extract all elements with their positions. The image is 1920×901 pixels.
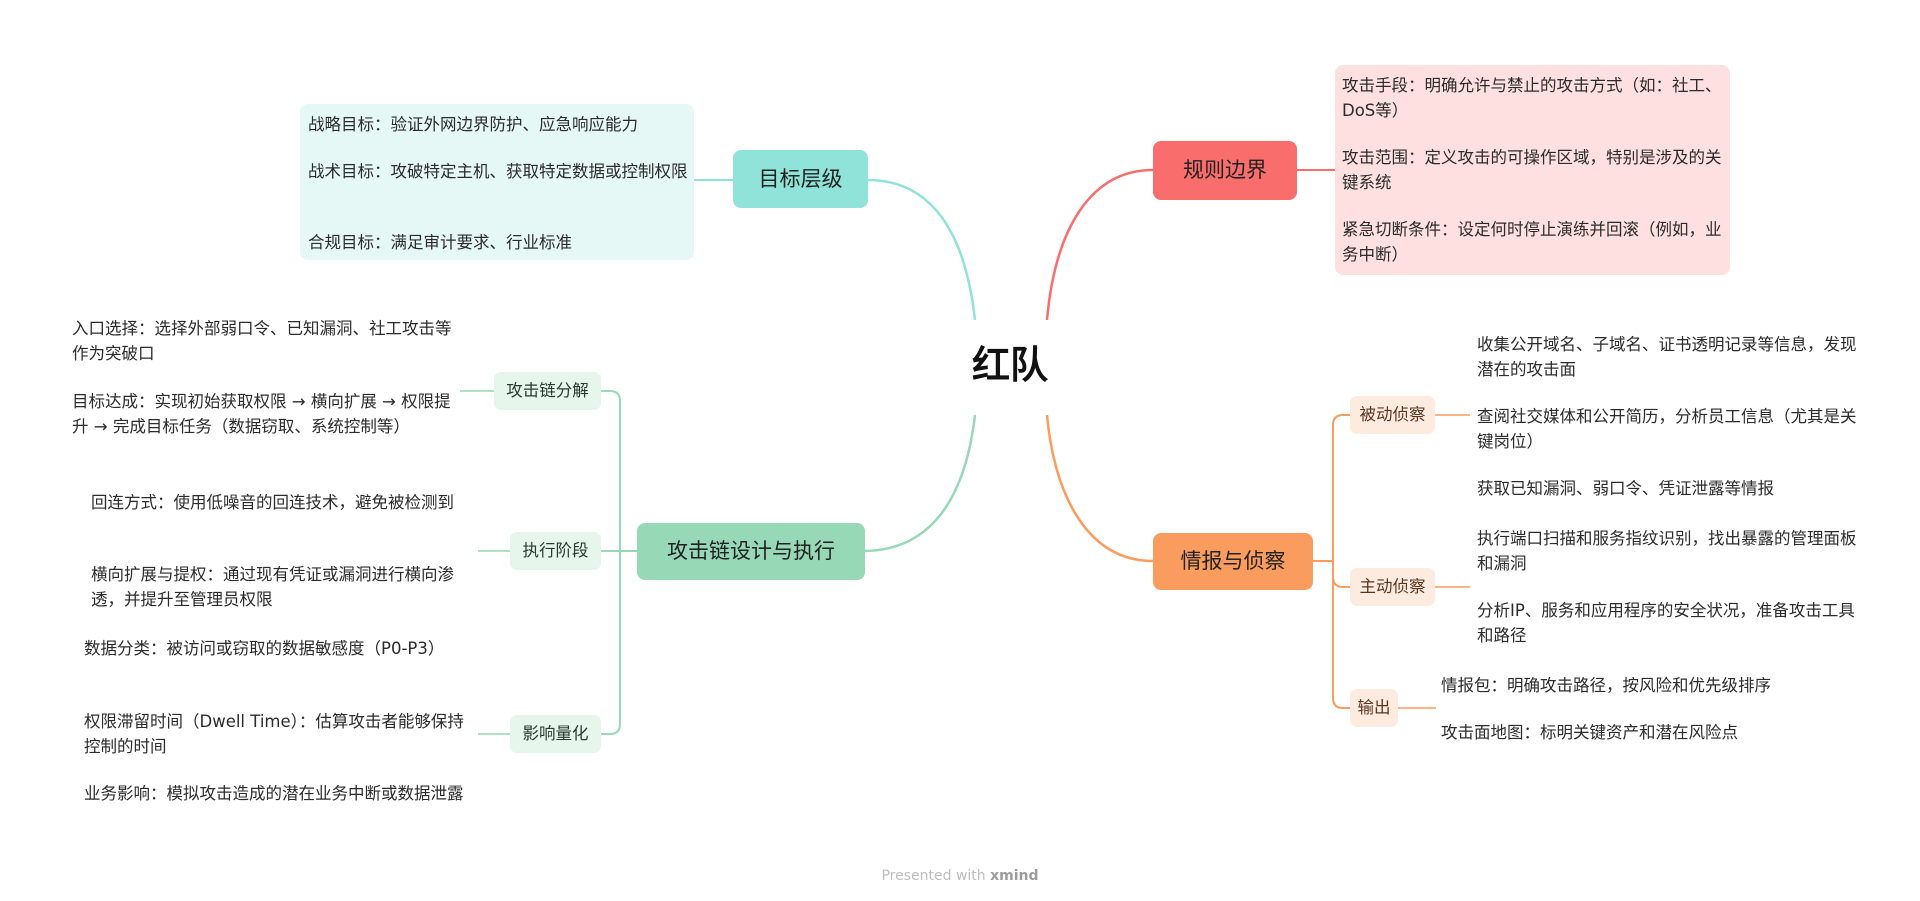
intel-group-output[interactable]: 输出 xyxy=(1350,689,1398,727)
chain-item-dwell-time[interactable]: 权限滞留时间（Dwell Time）：估算攻击者能够保持控制的时间 xyxy=(84,712,464,756)
chain-item-data-class[interactable]: 数据分类：被访问或窃取的数据敏感度（P0-P3） xyxy=(84,639,445,658)
rule-detail-panel xyxy=(1335,65,1730,275)
topic-goal-levels[interactable]: 目标层级 xyxy=(733,150,868,208)
intel-group-active[interactable]: 主动侦察 xyxy=(1350,568,1435,606)
connector-chain xyxy=(864,414,977,553)
topic-rule-boundary[interactable]: 规则边界 xyxy=(1153,141,1297,200)
topic-intel-recon[interactable]: 情报与侦察 xyxy=(1153,533,1313,590)
chain-group-execute[interactable]: 执行阶段 xyxy=(510,532,601,570)
topic-attack-chain[interactable]: 攻击链设计与执行 xyxy=(637,523,865,580)
chain-item-callback[interactable]: 回连方式：使用低噪音的回连技术，避免被检测到 xyxy=(91,493,454,512)
connector-intel-group3 xyxy=(1332,561,1350,709)
rule-item-3[interactable]: 紧急切断条件：设定何时停止演练并回滚（例如，业务中断） xyxy=(1342,220,1722,264)
intel-item-domains[interactable]: 收集公开域名、子域名、证书透明记录等信息，发现潜在的攻击面 xyxy=(1477,335,1857,379)
rule-item-2[interactable]: 攻击范围：定义攻击的可操作区域，特别是涉及的关键系统 xyxy=(1342,148,1722,192)
goal-item-2[interactable]: 战术目标：攻破特定主机、获取特定数据或控制权限 xyxy=(308,162,688,181)
intel-item-package[interactable]: 情报包：明确攻击路径，按风险和优先级排序 xyxy=(1441,676,1771,695)
footer-prefix: Presented with xyxy=(881,868,986,884)
connector-intel xyxy=(1045,414,1154,563)
root-topic[interactable]: 红队 xyxy=(971,343,1048,387)
chain-group-decompose[interactable]: 攻击链分解 xyxy=(494,372,601,410)
intel-group-passive[interactable]: 被动侦察 xyxy=(1350,396,1435,434)
intel-item-social[interactable]: 查阅社交媒体和公开简历，分析员工信息（尤其是关键岗位） xyxy=(1477,407,1857,451)
connector-intel-group1 xyxy=(1313,414,1350,562)
goal-item-1[interactable]: 战略目标：验证外网边界防护、应急响应能力 xyxy=(308,115,638,134)
rule-item-1[interactable]: 攻击手段：明确允许与禁止的攻击方式（如：社工、DoS等） xyxy=(1342,76,1722,120)
connector-rule xyxy=(1045,168,1154,321)
intel-item-vulns[interactable]: 获取已知漏洞、弱口令、凭证泄露等情报 xyxy=(1477,479,1774,498)
intel-item-port-scan[interactable]: 执行端口扫描和服务指纹识别，找出暴露的管理面板和漏洞 xyxy=(1477,529,1857,573)
connector-goal xyxy=(867,178,977,321)
chain-item-goal[interactable]: 目标达成：实现初始获取权限 → 横向扩展 → 权限提升 → 完成目标任务（数据窃… xyxy=(72,392,451,436)
connector-intel-group2 xyxy=(1332,561,1350,588)
chain-item-entry[interactable]: 入口选择：选择外部弱口令、已知漏洞、社工攻击等作为突破口 xyxy=(72,319,452,363)
goal-item-3[interactable]: 合规目标：满足审计要求、行业标准 xyxy=(308,233,572,252)
goal-detail-panel xyxy=(300,104,694,260)
connector-chain-group3 xyxy=(601,551,621,735)
intel-item-surface-map[interactable]: 攻击面地图：标明关键资产和潜在风险点 xyxy=(1441,723,1738,742)
presented-with-footer: Presented with xmind xyxy=(0,868,1920,884)
chain-group-impact[interactable]: 影响量化 xyxy=(510,715,601,753)
chain-item-lateral[interactable]: 横向扩展与提权：通过现有凭证或漏洞进行横向渗透，并提升至管理员权限 xyxy=(91,565,454,609)
chain-item-business-impact[interactable]: 业务影响：模拟攻击造成的潜在业务中断或数据泄露 xyxy=(84,784,464,803)
intel-item-ip-analysis[interactable]: 分析IP、服务和应用程序的安全状况，准备攻击工具和路径 xyxy=(1477,601,1855,645)
xmind-logo-text: xmind xyxy=(990,868,1039,884)
connector-chain-group1 xyxy=(601,390,637,552)
